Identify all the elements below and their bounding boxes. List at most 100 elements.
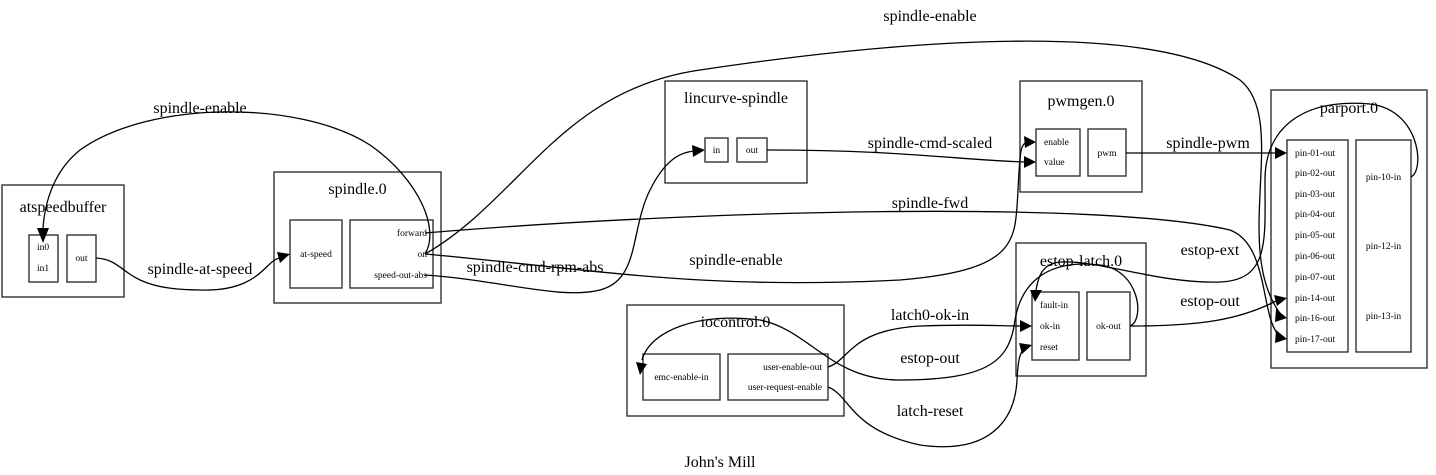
arrowhead	[1030, 290, 1042, 302]
node-title: iocontrol.0	[701, 314, 771, 331]
input-pin: emc-enable-in	[654, 373, 709, 383]
input-pin: ok-in	[1040, 322, 1060, 332]
input-pin: pin-04-out	[1295, 210, 1335, 220]
edge-label: spindle-cmd-rpm-abs	[467, 259, 604, 276]
input-pin: in1	[37, 264, 49, 274]
edge-label: spindle-fwd	[892, 195, 968, 212]
input-pin: pin-02-out	[1295, 169, 1335, 179]
arrowhead	[1274, 295, 1287, 306]
input-pin: value	[1044, 158, 1065, 168]
input-pin: pin-17-out	[1295, 335, 1335, 345]
output-pin: out	[746, 146, 759, 156]
arrowhead	[1019, 343, 1032, 354]
node-title: atspeedbuffer	[20, 199, 107, 216]
edge-spindle-enable-top	[424, 40, 1283, 317]
edge-spindle-cmd-rpm-abs	[424, 150, 696, 294]
edges: spindle-enable spindle-enable spindle-en…	[37, 8, 1419, 448]
output-pin: user-enable-out	[763, 363, 822, 373]
input-pins-box	[1035, 128, 1081, 177]
edge-label: spindle-at-speed	[148, 261, 253, 278]
edge-latch-reset	[827, 347, 1027, 448]
node-title: pwmgen.0	[1047, 93, 1114, 110]
output-pins-box	[1355, 139, 1412, 353]
edge-label: spindle-enable	[883, 8, 976, 25]
output-pins-box	[349, 219, 434, 289]
cluster-border	[1270, 89, 1428, 369]
output-pin: ok-out	[1096, 322, 1121, 332]
cluster-border	[1015, 242, 1147, 377]
arrowhead	[1020, 320, 1032, 332]
node-spindle: spindle.0 at-speed forward on speed-out-abs	[273, 171, 442, 304]
output-pin: on	[418, 250, 428, 260]
output-pin: pin-13-in	[1366, 312, 1402, 322]
output-pins-box	[727, 353, 829, 401]
input-pin: pin-07-out	[1295, 273, 1335, 283]
arrowhead	[636, 362, 647, 375]
edge-label: spindle-enable	[689, 252, 782, 269]
input-pin: pin-01-out	[1295, 149, 1335, 159]
output-pin: pin-12-in	[1366, 242, 1402, 252]
output-pin: out	[75, 254, 88, 264]
input-pin: reset	[1040, 343, 1058, 353]
input-pin: pin-16-out	[1295, 314, 1335, 324]
cluster-border	[1, 184, 125, 298]
input-pin: pin-05-out	[1295, 231, 1335, 241]
output-pin: user-request-enable	[748, 383, 822, 393]
arrowhead	[1275, 309, 1287, 322]
input-pins-box	[289, 219, 343, 289]
edge-label: estop-out	[1180, 293, 1240, 310]
node-title: spindle.0	[328, 181, 386, 198]
edge-spindle-fwd	[424, 210, 1281, 337]
edge-label: spindle-cmd-scaled	[868, 135, 992, 152]
cluster-border	[273, 171, 442, 304]
output-pin: pin-10-in	[1366, 173, 1402, 183]
input-pin: enable	[1044, 138, 1069, 148]
arrowhead	[692, 145, 705, 157]
output-pin: speed-out-abs	[374, 271, 427, 281]
node-iocontrol: iocontrol.0 emc-enable-in user-enable-out u…	[626, 304, 845, 417]
edge-latch0-ok-in	[827, 324, 1023, 368]
output-pins-box	[66, 234, 97, 283]
cluster-border	[664, 80, 808, 184]
output-pins-box	[736, 137, 768, 163]
input-pin: fault-in	[1040, 300, 1068, 311]
node-atspeedbuffer: atspeedbuffer in0 in1 out	[1, 184, 125, 298]
output-pin: forward	[397, 228, 427, 239]
edge-label: latch0-ok-in	[891, 307, 969, 324]
edge-spindle-enable-mid	[424, 141, 1031, 284]
cluster-border	[626, 304, 845, 417]
input-pins-box	[1286, 139, 1349, 353]
input-pin: in0	[37, 243, 49, 253]
edge-label: estop-ext	[1181, 242, 1240, 259]
node-parport: parport.0 pin-01-out pin-02-out pin-03-out p…	[1270, 89, 1428, 369]
input-pin: pin-03-out	[1295, 190, 1335, 200]
edge-label: spindle-enable	[153, 100, 246, 117]
node-title: parport.0	[1320, 100, 1378, 117]
edge-label: estop-out	[900, 350, 960, 367]
edge-spindle-at-speed	[95, 257, 281, 291]
output-pin: pwm	[1098, 149, 1118, 159]
edge-label: latch-reset	[897, 403, 964, 420]
output-pins-box	[1086, 291, 1131, 361]
edge-label: spindle-pwm	[1166, 135, 1250, 152]
input-pins-box	[642, 353, 721, 401]
edge-spindle-cmd-scaled	[766, 149, 1027, 163]
input-pin: at-speed	[300, 250, 332, 260]
node-lincurve: lincurve-spindle in out	[664, 80, 808, 184]
node-title: lincurve-spindle	[684, 90, 788, 107]
arrowhead	[1024, 136, 1036, 148]
node-pwmgen: pwmgen.0 enable value pwm	[1019, 80, 1143, 193]
edge-estop-out-right	[1129, 299, 1279, 327]
arrowhead	[1275, 330, 1287, 343]
input-pin: in	[713, 146, 721, 156]
arrowhead	[1024, 156, 1036, 168]
arrowhead	[1275, 147, 1287, 159]
arrowhead	[277, 252, 290, 263]
input-pins-box	[1031, 291, 1080, 361]
edge-estop-ext	[1035, 102, 1419, 291]
edge-spindle-enable-left	[42, 111, 431, 255]
arrowhead	[37, 228, 49, 243]
cluster-border	[1019, 80, 1143, 193]
